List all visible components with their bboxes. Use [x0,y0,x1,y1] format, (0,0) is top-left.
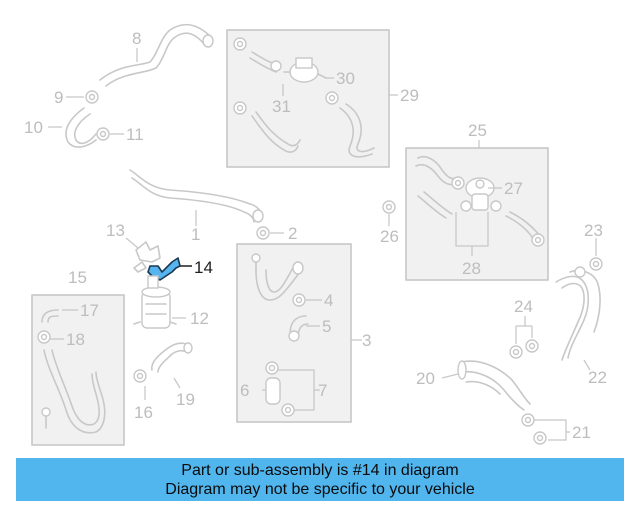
callout-6[interactable]: 6 [240,381,249,400]
bolt-in-box-15[interactable] [41,407,51,429]
hose-part-1[interactable] [129,169,264,223]
callout-19[interactable]: 19 [176,390,195,409]
clamp-in-box-29-d[interactable] [325,91,339,105]
clamp-part-24-b[interactable] [525,339,539,353]
callout-4[interactable]: 4 [324,291,333,310]
callout-8[interactable]: 8 [132,29,141,48]
clamp-part-21-a[interactable] [521,413,535,427]
clamp-in-box-25-a[interactable] [451,176,465,190]
parts-diagram: 8 9 10 11 1 2 13 14 12 15 17 18 16 19 4 … [24,23,607,446]
pump-part-12[interactable] [133,275,177,329]
callout-17[interactable]: 17 [80,301,99,320]
clamp-part-21-b[interactable] [533,431,547,445]
callout-31[interactable]: 31 [272,97,291,116]
hose-part-8[interactable] [99,23,214,87]
clamp-part-23[interactable] [589,257,603,271]
callout-24[interactable]: 24 [514,297,533,316]
callout-16[interactable]: 16 [134,403,153,422]
hose-part-5[interactable] [288,315,309,342]
clamp-in-box-29-c[interactable] [233,101,247,115]
banner-line-2: Diagram may not be specific to your vehi… [165,481,475,498]
callout-23[interactable]: 23 [584,221,603,240]
callout-10[interactable]: 10 [24,118,43,137]
callout-9[interactable]: 9 [54,88,63,107]
notice-banner: Part or sub-assembly is #14 in diagram D… [16,458,624,501]
valve-part-30[interactable] [283,57,327,83]
clamp-part-4[interactable] [292,293,306,307]
clamp-in-box-25-b[interactable] [531,233,545,247]
bolt-in-box-3[interactable] [251,253,261,273]
hose-part-6[interactable] [265,377,281,405]
bracket-part-13[interactable] [133,241,161,273]
group-box-15 [31,294,125,446]
callout-30[interactable]: 30 [336,69,355,88]
callout-13[interactable]: 13 [106,221,125,240]
clamp-part-7-top[interactable] [265,361,279,375]
clamp-part-18[interactable] [37,330,51,344]
clamp-part-9[interactable] [85,90,99,104]
callout-12[interactable]: 12 [190,309,209,328]
hose-part-19[interactable] [150,342,193,373]
hose-in-box-29-b[interactable] [251,111,301,153]
callout-21[interactable]: 21 [572,423,591,442]
pipe-part-22[interactable] [555,266,601,361]
group-box-29 [226,29,390,168]
hose-part-15[interactable] [43,349,106,434]
hose-part-20[interactable] [457,360,531,411]
callout-15[interactable]: 15 [68,268,87,287]
clamp-in-box-29-a[interactable] [233,37,247,51]
hose-in-box-29-c[interactable] [339,103,375,158]
callout-2[interactable]: 2 [288,224,297,243]
hose-part-10[interactable] [65,107,97,148]
callout-1[interactable]: 1 [191,225,200,244]
callout-11[interactable]: 11 [126,125,144,144]
callout-20[interactable]: 20 [416,369,435,388]
callout-29[interactable]: 29 [400,86,419,105]
group-box-25 [405,147,549,281]
clamp-part-11[interactable] [96,127,110,141]
callout-22[interactable]: 22 [588,368,607,387]
callout-18[interactable]: 18 [66,330,85,349]
clamp-part-7-bottom[interactable] [281,403,295,417]
clamp-part-2[interactable] [256,226,270,240]
clamp-in-box-29-b[interactable] [270,60,282,72]
hose-part-17[interactable] [41,309,59,323]
clamp-part-16[interactable] [133,369,147,383]
callout-5[interactable]: 5 [322,317,331,336]
callout-25[interactable]: 25 [468,121,487,140]
callout-27[interactable]: 27 [504,179,523,198]
hose-in-box-3[interactable] [255,261,304,301]
banner-line-1: Part or sub-assembly is #14 in diagram [181,462,459,479]
leader-lines [48,48,597,441]
hose-in-box-25-b[interactable] [417,191,453,219]
clamp-part-28-b[interactable] [490,200,502,212]
clamp-part-24-a[interactable] [509,345,523,359]
valve-part-27[interactable] [465,177,495,211]
callout-3[interactable]: 3 [362,331,371,350]
callout-28[interactable]: 28 [462,259,481,278]
callout-7[interactable]: 7 [318,381,327,400]
callout-14[interactable]: 14 [194,258,213,277]
clamp-part-28-a[interactable] [460,200,472,212]
clamp-part-26[interactable] [382,200,396,214]
callout-26[interactable]: 26 [380,227,399,246]
